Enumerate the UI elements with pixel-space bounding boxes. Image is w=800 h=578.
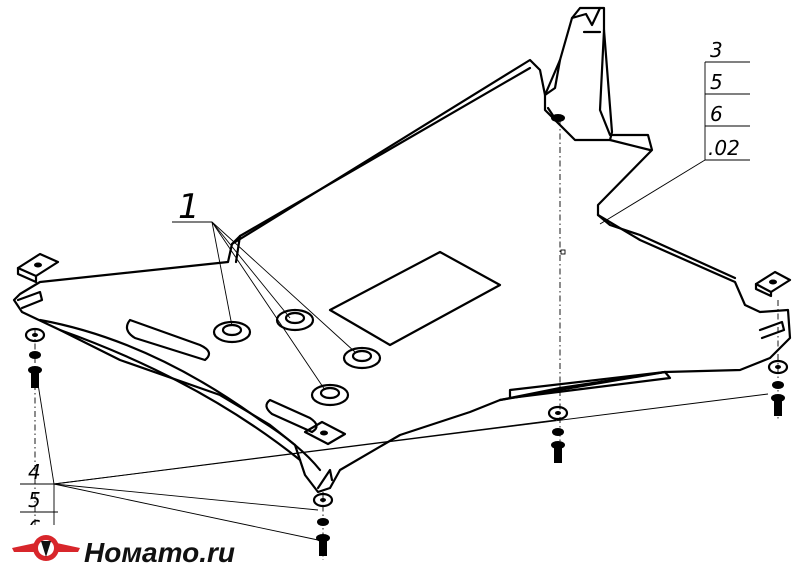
callout-right-1: 3 — [710, 38, 723, 62]
callout-right-4: .02 — [708, 136, 740, 160]
nut — [342, 346, 382, 370]
logo-text: Hомато.ru — [84, 537, 235, 568]
nut — [310, 383, 350, 407]
spacer-pads — [16, 252, 792, 446]
callout-left-1: 4 — [28, 460, 41, 484]
leaders-right — [599, 61, 750, 225]
callout-left-2: 5 — [28, 488, 41, 512]
center-lines — [34, 120, 779, 570]
winged-logo-icon — [12, 535, 80, 561]
item-label-1: 1 — [178, 187, 200, 227]
logo: Hомато.ru — [8, 525, 235, 575]
leaders-item-1 — [172, 221, 356, 391]
callout-right-2: 5 — [710, 70, 723, 94]
skid-plate — [12, 6, 792, 494]
callout-right-3: 6 — [710, 102, 723, 126]
nut — [275, 308, 315, 332]
